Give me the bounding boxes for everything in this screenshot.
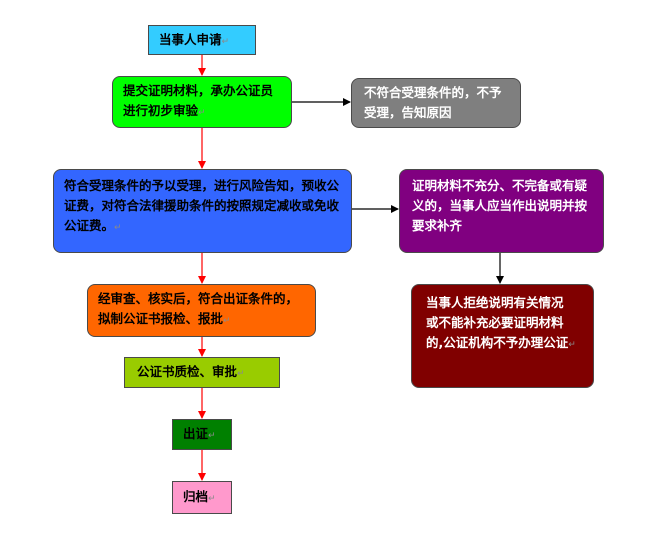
step-review: 公证书质检、审批↵ (124, 357, 280, 388)
step-draft: 经审查、核实后，符合出证条件的，拟制公证书报检、报批↵ (87, 284, 316, 337)
step-reject-unqualified: 不符合受理条件的，不予受理，告知原因 (351, 78, 521, 128)
step-draft-text: 经审查、核实后，符合出证条件的，拟制公证书报检、报批 (98, 291, 299, 326)
step-refuse: 当事人拒绝说明有关情况 或不能补充必要证明材料的,公证机构不予办理公证↵ (411, 284, 594, 388)
step-reject-unqualified-text: 不符合受理条件的，不予受理，告知原因 (364, 85, 502, 120)
step-submit-text: 提交证明材料，承办公证员进行初步审验 (123, 83, 274, 118)
step-apply-text: 当事人申请 (159, 32, 222, 47)
step-apply: 当事人申请↵ (148, 25, 256, 55)
step-archive-text: 归档 (183, 489, 209, 504)
step-issue-text: 出证 (183, 426, 209, 441)
step-refuse-text: 当事人拒绝说明有关情况 或不能补充必要证明材料的,公证机构不予办理公证 (426, 295, 569, 350)
step-submit: 提交证明材料，承办公证员进行初步审验↵ (112, 76, 292, 128)
step-review-text: 公证书质检、审批 (137, 364, 238, 379)
step-accept-text: 符合受理条件的予以受理，进行风险告知，预收公证费，对符合法律援助条件的按照规定减… (64, 178, 340, 233)
step-issue: 出证↵ (172, 419, 232, 450)
step-archive: 归档↵ (172, 481, 232, 514)
step-supplement-text: 证明材料不充分、不完备或有疑义的，当事人应当作出说明并按要求补齐 (412, 178, 588, 233)
step-supplement: 证明材料不充分、不完备或有疑义的，当事人应当作出说明并按要求补齐 (399, 169, 604, 253)
step-accept: 符合受理条件的予以受理，进行风险告知，预收公证费，对符合法律援助条件的按照规定减… (53, 169, 352, 253)
